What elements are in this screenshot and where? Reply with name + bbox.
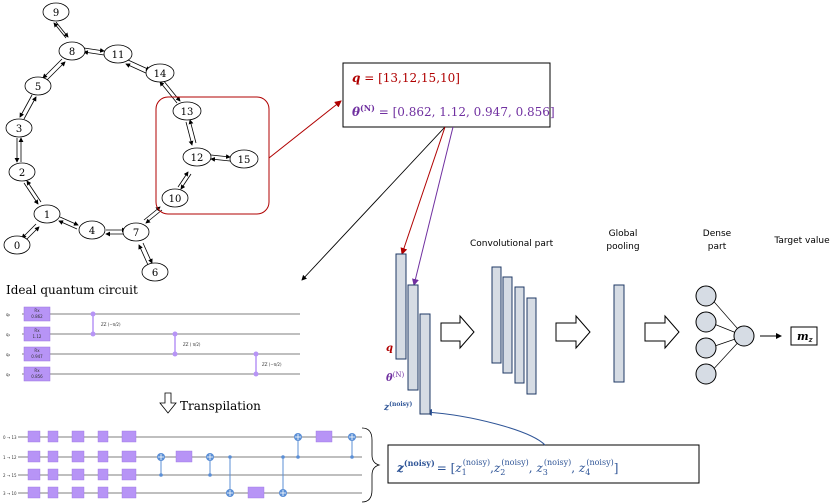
arrow-to-circuit xyxy=(301,126,446,281)
rx-label-2: Rx xyxy=(34,348,40,353)
output-box xyxy=(790,326,818,346)
transpiled-circuit: 0 → 13 1 → 12 2 → 15 3 → 10 xyxy=(3,430,362,499)
node-label-12: 12 xyxy=(191,153,204,164)
rx-param-0: 0.862 xyxy=(31,314,43,319)
node-label-8: 8 xyxy=(69,47,75,58)
dense-label-line1: Dense xyxy=(703,229,732,239)
rx-label-0: Rx xyxy=(34,308,40,313)
target-label: Target value xyxy=(773,236,830,246)
pool-label-line1: Global xyxy=(609,229,638,239)
output-label: mz xyxy=(797,330,814,344)
q-mapping-text: q = [13,12,15,10] xyxy=(352,71,460,85)
node-label-0: 0 xyxy=(14,241,20,252)
arrow-q-to-input xyxy=(400,126,446,255)
transpiled-bracket xyxy=(361,427,381,503)
flow-arrow-3 xyxy=(644,314,680,350)
coupling-graph xyxy=(3,2,259,282)
conv-label: Convolutional part xyxy=(470,239,554,249)
node-label-6: 6 xyxy=(152,268,158,279)
rx-param-2: 0.947 xyxy=(31,354,43,359)
ideal-circuit-title: Ideal quantum circuit xyxy=(6,283,138,297)
node-label-1: 1 xyxy=(44,210,50,221)
arrow-theta-to-input xyxy=(412,126,454,286)
cnot-gates xyxy=(160,437,353,493)
rx-label-3: Rx xyxy=(34,368,40,373)
transpilation-label: Transpilation xyxy=(180,399,261,413)
rx-param-1: 1.12 xyxy=(33,334,42,339)
ideal-qubit-1: q₁ xyxy=(6,332,11,337)
flow-arrow-1 xyxy=(440,314,475,350)
transpiled-qubit-0: 0 → 13 xyxy=(3,435,17,440)
node-label-7: 7 xyxy=(133,228,139,239)
rx-label-1: Rx xyxy=(34,328,40,333)
input-stack xyxy=(395,253,431,415)
rx-param-3: 0.856 xyxy=(31,374,43,379)
graph-node-labels: 0 1 2 3 4 5 6 7 8 9 10 11 12 13 14 15 xyxy=(14,8,251,279)
graph-edges xyxy=(14,21,231,266)
node-label-13: 13 xyxy=(181,107,194,118)
node-label-15: 15 xyxy=(238,155,251,166)
pool-label-line2: pooling xyxy=(606,242,639,252)
highlight-arrow xyxy=(268,100,342,159)
ideal-qubit-3: q₃ xyxy=(6,372,11,377)
node-label-10: 10 xyxy=(169,194,182,205)
transpilation-arrow xyxy=(159,392,177,414)
node-label-9: 9 xyxy=(53,8,59,19)
znoisy-box xyxy=(387,444,700,484)
dense-label-line2: part xyxy=(708,242,727,252)
node-label-5: 5 xyxy=(35,82,41,93)
flow-arrow-2 xyxy=(555,314,591,350)
transpiled-qubit-2: 2 → 15 xyxy=(3,473,17,478)
mapping-box xyxy=(342,62,551,128)
cnn-q-label: q xyxy=(386,343,393,354)
transpiled-qubit-1: 1 → 12 xyxy=(3,455,17,460)
arrow-znoisy-to-input xyxy=(425,408,546,446)
znoisy-equation: z(noisy)= [z1(noisy),z2(noisy), z3(noisy… xyxy=(396,458,618,477)
zz-label-0: ZZ (−π/2) xyxy=(101,322,121,327)
zz-label-1: ZZ ( π/2) xyxy=(183,342,201,347)
pooling-layer xyxy=(613,284,625,383)
node-label-11: 11 xyxy=(112,50,125,61)
transpiled-gates xyxy=(27,430,333,499)
theta-text: θ(N) = [0.862, 1.12, 0.947, 0.856] xyxy=(352,103,555,119)
dense-network xyxy=(695,285,755,385)
zz-label-2: ZZ (−π/2) xyxy=(262,362,282,367)
conv-stack xyxy=(491,266,537,395)
ideal-circuit: q₀ q₁ q₂ q₃ Rx 0.862 Rx 1.12 Rx 0.947 Rx… xyxy=(6,306,300,382)
node-label-14: 14 xyxy=(154,69,167,80)
node-label-4: 4 xyxy=(89,226,95,237)
cnn-znoisy-label: z(noisy) xyxy=(383,401,412,413)
cnn-theta-label: θ(N) xyxy=(386,371,405,384)
subgraph-highlight xyxy=(155,96,270,215)
transpiled-qubit-3: 3 → 10 xyxy=(3,491,17,496)
node-label-3: 3 xyxy=(16,124,22,135)
ideal-qubit-0: q₀ xyxy=(6,312,11,317)
node-label-2: 2 xyxy=(19,168,25,179)
ideal-qubit-2: q₂ xyxy=(6,352,11,357)
graph-nodes xyxy=(3,2,259,282)
